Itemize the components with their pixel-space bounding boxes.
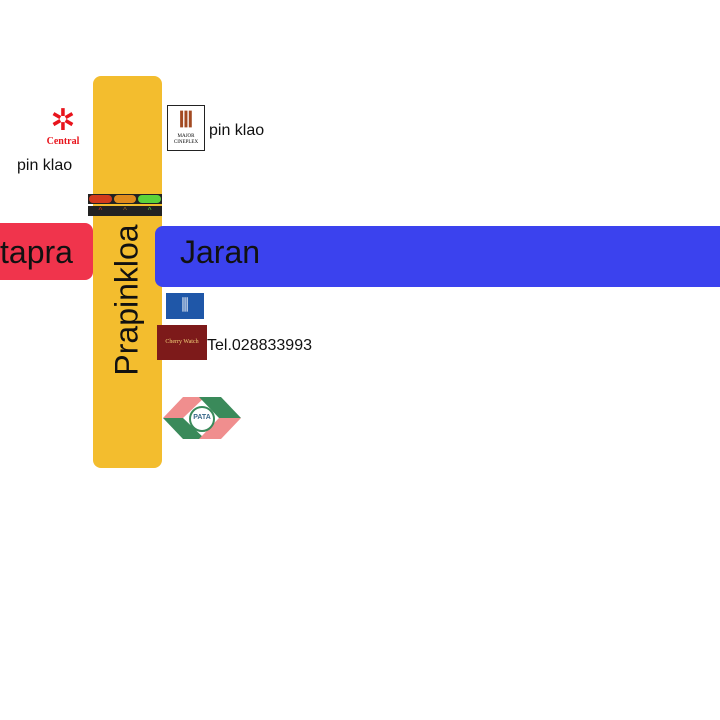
- building-logo-icon: ⫼: [166, 293, 204, 319]
- road-tapra: [0, 223, 93, 280]
- road-jaran: [155, 226, 720, 287]
- road-label-jaran: Jaran: [180, 234, 261, 270]
- phone-number: Tel.028833993: [207, 337, 312, 354]
- cherry-watch-logo: Cherry Watch: [157, 325, 207, 360]
- road-prapinkloa: [93, 76, 162, 468]
- major-label: pin klao: [209, 122, 265, 139]
- road-label-tapra: tapra: [0, 234, 73, 270]
- central-label: pin klao: [17, 157, 73, 174]
- road-label-prapinkloa: Prapinkloa: [108, 224, 145, 376]
- central-logo: ✲ Central: [46, 104, 80, 148]
- pata-logo: PATA: [163, 397, 241, 439]
- major-cineplex-logo: Ⅲ MAJOR CINEPLEX: [167, 105, 205, 151]
- traffic-light-icon: ^^^: [88, 194, 162, 216]
